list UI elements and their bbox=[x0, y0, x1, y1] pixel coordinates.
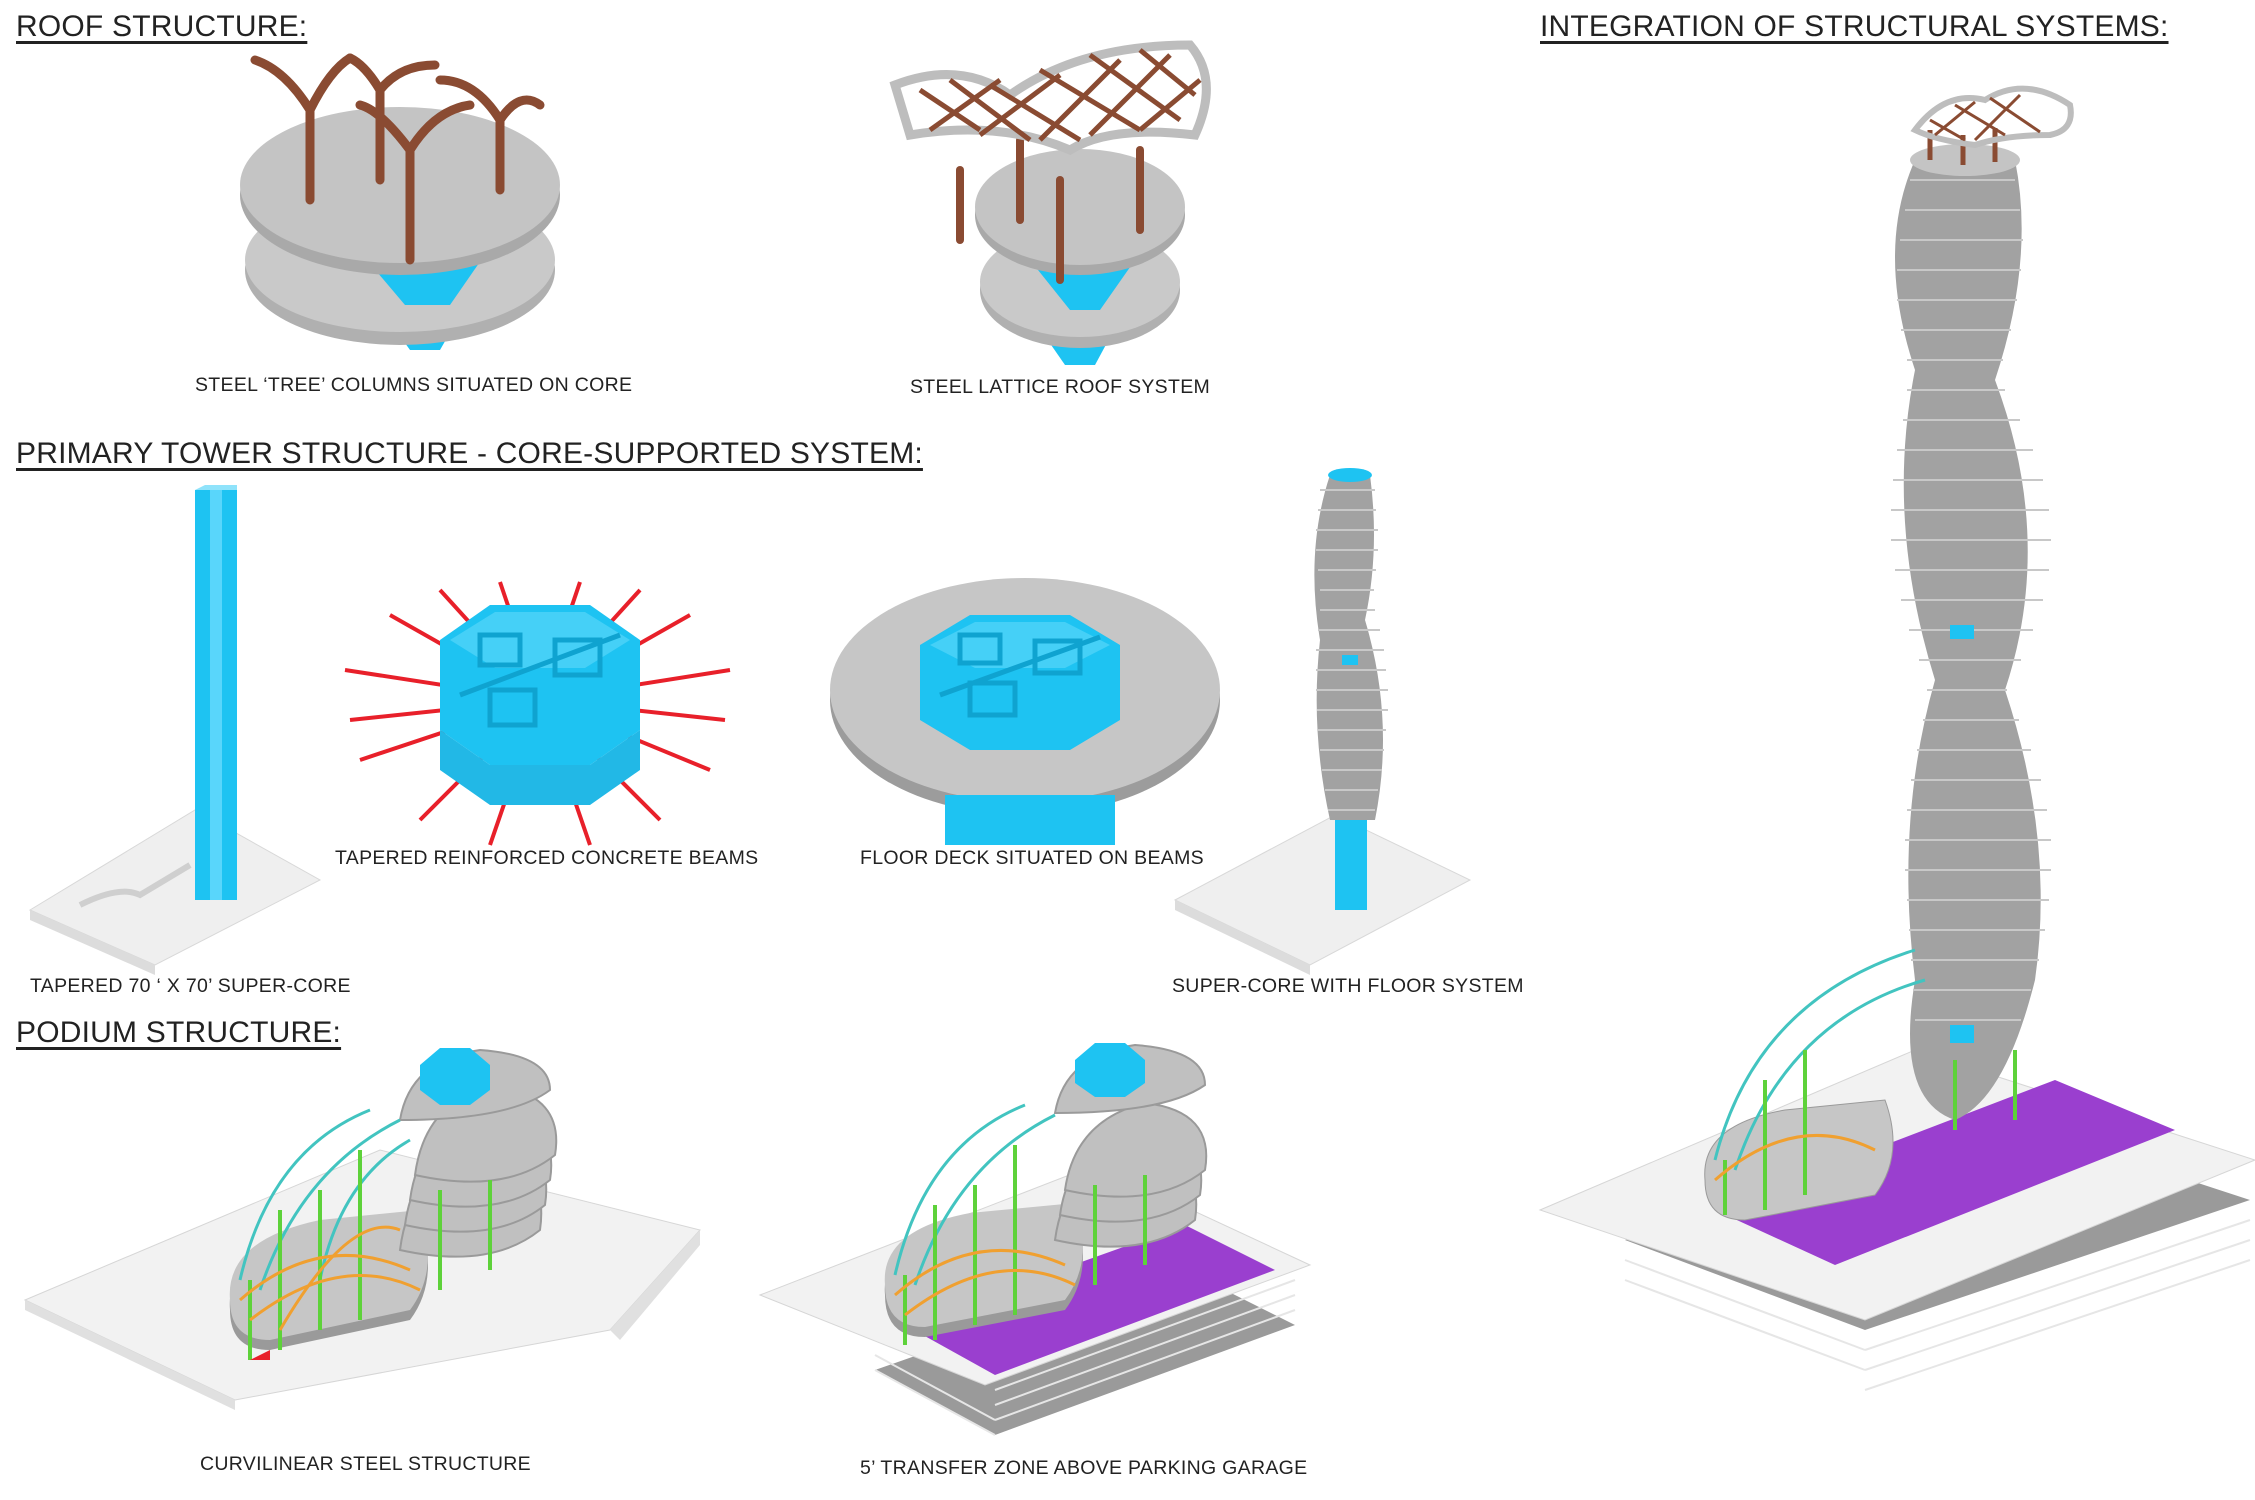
curvilinear-steel-caption: CURVILINEAR STEEL STRUCTURE bbox=[200, 1453, 531, 1476]
super-core-diagram bbox=[20, 485, 340, 965]
transfer-zone-caption: 5’ TRANSFER ZONE ABOVE PARKING GARAGE bbox=[860, 1457, 1307, 1480]
roof-structure-heading: ROOF STRUCTURE: bbox=[16, 10, 307, 44]
concrete-beams-caption: TAPERED REINFORCED CONCRETE BEAMS bbox=[335, 847, 758, 870]
integrated-tower-diagram bbox=[1535, 120, 2255, 1450]
core-floor-system-diagram bbox=[1170, 470, 1510, 970]
tree-columns-diagram bbox=[230, 50, 570, 370]
integration-heading: INTEGRATION OF STRUCTURAL SYSTEMS: bbox=[1540, 10, 2169, 44]
floor-deck-diagram bbox=[825, 575, 1225, 845]
lattice-roof-caption: STEEL LATTICE ROOF SYSTEM bbox=[910, 376, 1210, 399]
super-core-caption: TAPERED 70 ‘ X 70’ SUPER-CORE bbox=[30, 975, 351, 998]
concrete-beams-diagram bbox=[340, 580, 740, 860]
core-floor-system-caption: SUPER-CORE WITH FLOOR SYSTEM bbox=[1172, 975, 1524, 998]
tree-columns-caption: STEEL ‘TREE’ COLUMNS SITUATED ON CORE bbox=[195, 374, 632, 397]
floor-deck-caption: FLOOR DECK SITUATED ON BEAMS bbox=[860, 847, 1204, 870]
lattice-roof-diagram bbox=[890, 40, 1210, 370]
curvilinear-steel-diagram bbox=[20, 1030, 710, 1430]
transfer-zone-diagram bbox=[755, 1025, 1315, 1445]
primary-tower-structure-heading: PRIMARY TOWER STRUCTURE - CORE-SUPPORTED… bbox=[16, 437, 923, 471]
